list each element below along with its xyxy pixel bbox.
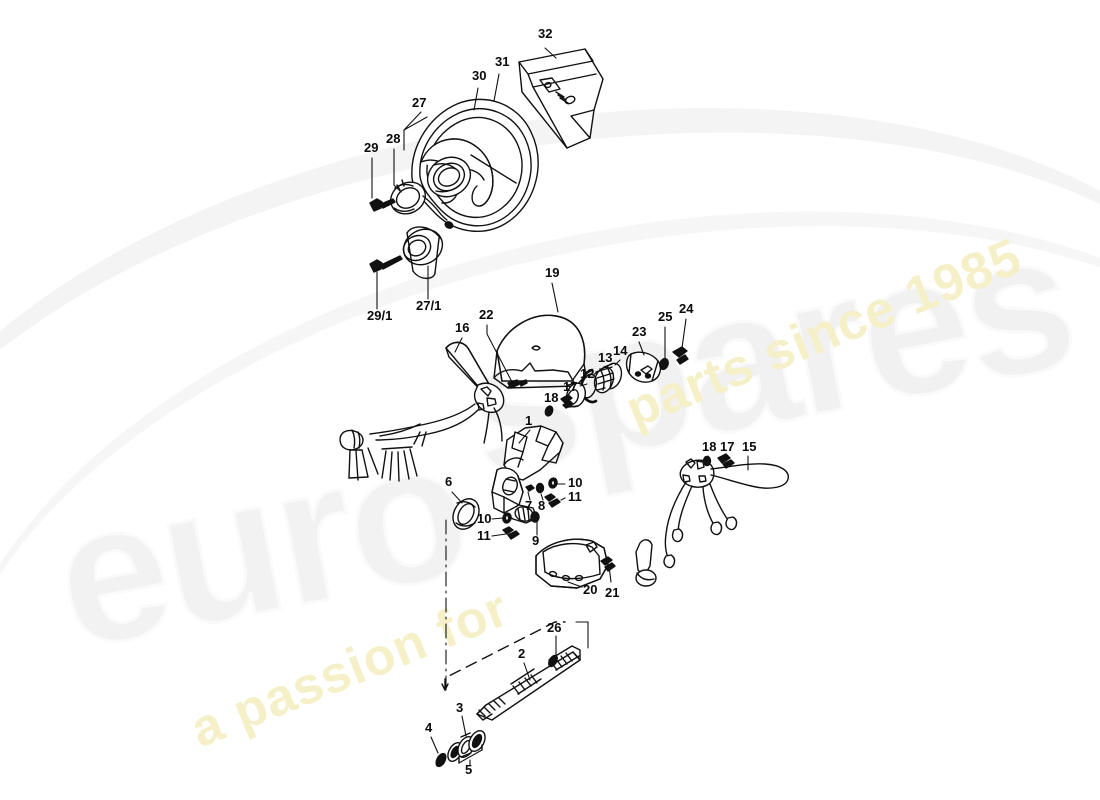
callout-2: 2 xyxy=(518,646,526,661)
callout-9: 9 xyxy=(532,533,540,548)
part-32-trim-plate xyxy=(518,48,604,149)
part-25-washer xyxy=(659,357,669,371)
callout-11-upper: 11 xyxy=(568,489,582,504)
callout-27: 27 xyxy=(412,95,427,110)
callout-15: 15 xyxy=(742,439,757,454)
part-18-washer-lever xyxy=(702,455,712,467)
leader-lines xyxy=(371,47,749,766)
part-19-upper-cover xyxy=(493,314,587,389)
callout-13: 13 xyxy=(598,350,613,365)
part-5-bracket xyxy=(458,744,483,764)
part-27-steering-wheel xyxy=(411,98,539,232)
callout-10-lower: 10 xyxy=(477,511,492,526)
callout-28: 28 xyxy=(386,131,401,146)
callout-6: 6 xyxy=(445,474,453,489)
part-11-bolt-upper xyxy=(544,493,561,508)
callout-21: 21 xyxy=(605,585,620,600)
callout-11-lower: 11 xyxy=(477,528,491,543)
callout-29: 29 xyxy=(364,140,379,155)
part-2-steering-shaft xyxy=(476,645,581,721)
part-16-combination-switch xyxy=(339,341,505,482)
callout-5: 5 xyxy=(465,762,473,777)
callout-24: 24 xyxy=(679,301,694,316)
callout-29-1: 29/1 xyxy=(367,308,393,323)
part-7-bolt xyxy=(525,484,535,492)
part-18-washer xyxy=(544,405,554,417)
part-6-seal-ring xyxy=(452,498,480,530)
callout-22: 22 xyxy=(479,307,494,322)
part-20-lower-cover xyxy=(535,538,609,589)
callout-3: 3 xyxy=(456,700,464,715)
part-14-collar xyxy=(593,362,623,394)
callout-27-1: 27/1 xyxy=(416,298,442,313)
callout-32: 32 xyxy=(538,26,553,41)
callout-26: 26 xyxy=(547,620,562,635)
callout-8: 8 xyxy=(538,498,546,513)
callout-19: 19 xyxy=(545,265,560,280)
callout-17: 17 xyxy=(563,379,578,394)
callout-17-lever: 17 xyxy=(720,439,735,454)
part-17-screw-lever xyxy=(717,453,735,469)
part-23-bracket xyxy=(625,351,662,383)
part-3-bearings xyxy=(447,730,486,762)
part-15-lever xyxy=(663,458,789,569)
part-21-screw xyxy=(600,556,616,572)
callout-30: 30 xyxy=(472,68,487,83)
part-27-1-hub xyxy=(402,226,444,280)
part-11-bolt-lower xyxy=(502,526,520,540)
part-22-screw xyxy=(507,379,528,389)
part-1-column-tube xyxy=(491,425,564,524)
callout-31: 31 xyxy=(495,54,510,69)
callout-14: 14 xyxy=(613,343,628,358)
callout-1: 1 xyxy=(525,413,533,428)
part-8-washer xyxy=(535,482,545,494)
part-10-nut-upper xyxy=(548,477,558,489)
part-10-nut-lower xyxy=(502,512,512,524)
part-15-selector-arm xyxy=(635,539,657,587)
part-29-bolt xyxy=(369,198,396,212)
part-4-washer xyxy=(435,752,447,768)
callout-25: 25 xyxy=(658,309,673,324)
callout-10-upper: 10 xyxy=(568,475,583,490)
callout-7: 7 xyxy=(525,498,533,513)
callout-4: 4 xyxy=(425,720,433,735)
callout-12: 12 xyxy=(580,366,595,381)
part-9-washer xyxy=(530,511,540,523)
callout-20: 20 xyxy=(583,582,598,597)
callout-16: 16 xyxy=(455,320,470,335)
callout-18-lever: 18 xyxy=(702,439,717,454)
callout-23: 23 xyxy=(632,324,647,339)
callout-18: 18 xyxy=(544,390,559,405)
part-29-1-bolt xyxy=(369,255,403,273)
part-24-screw xyxy=(672,346,689,365)
